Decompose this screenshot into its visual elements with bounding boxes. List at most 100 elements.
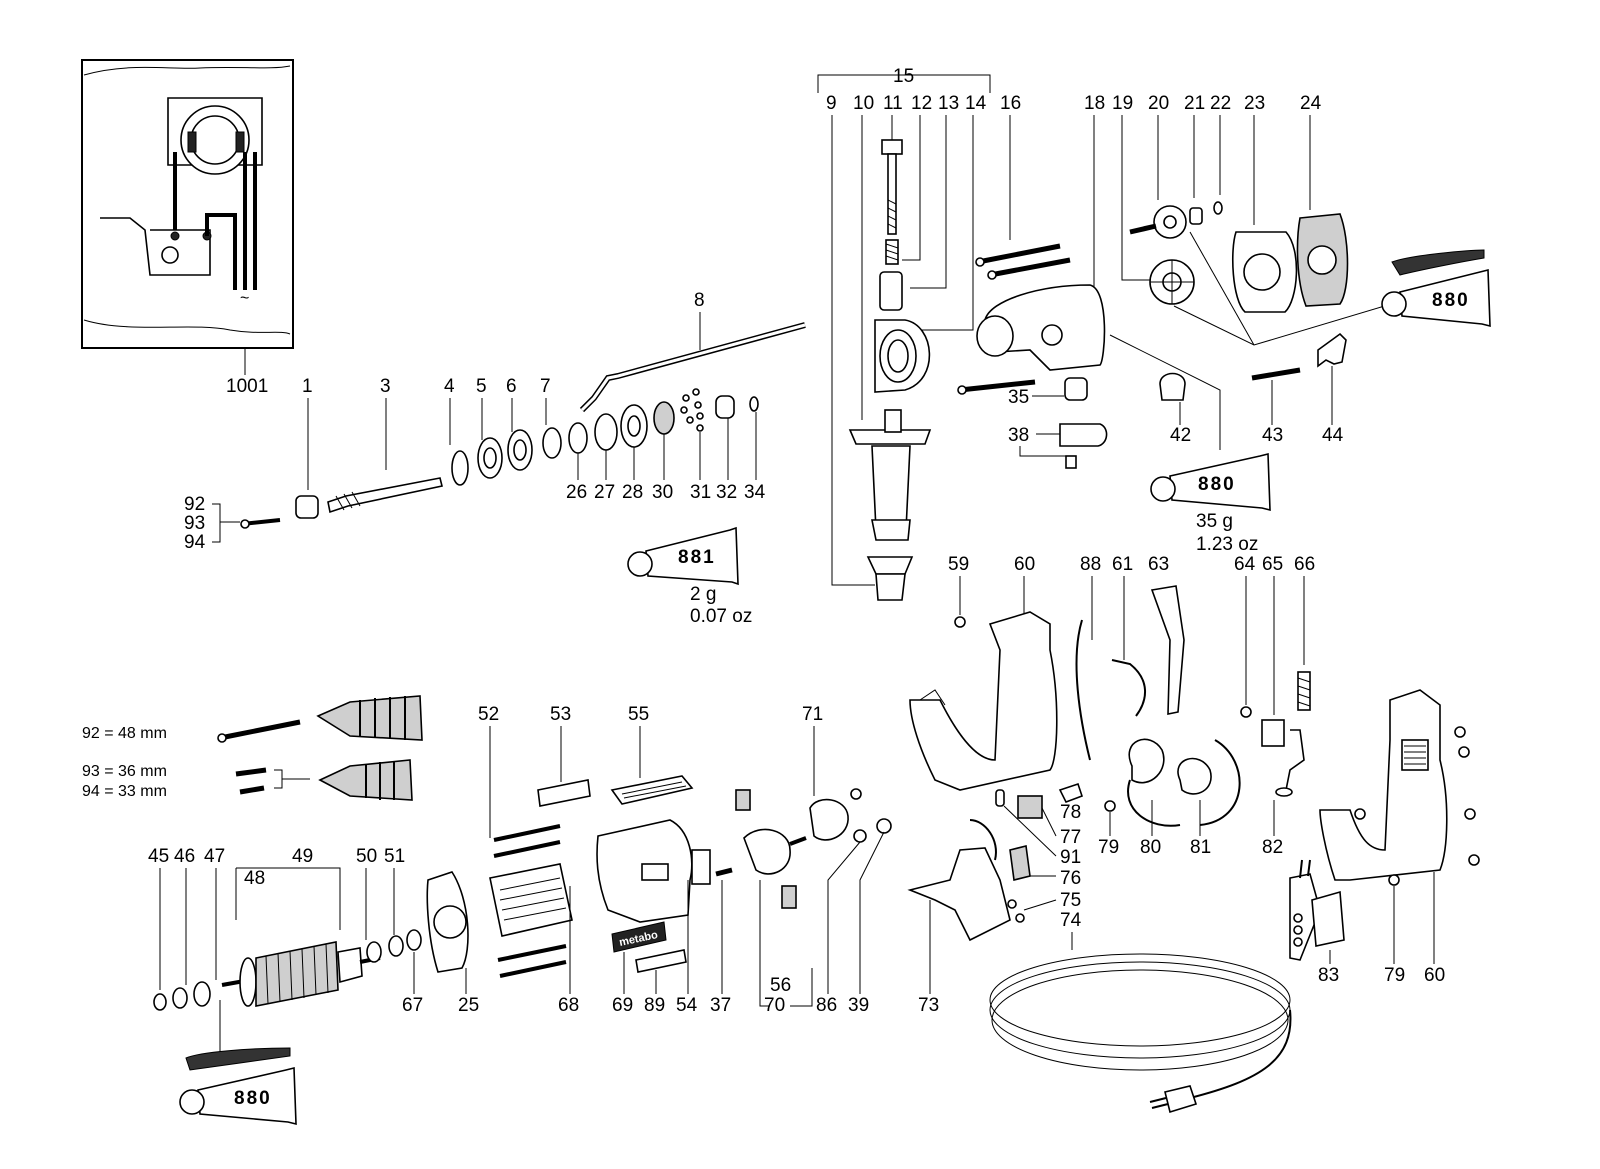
gear-housing-assembly: 16 18 35 38 42 19 20 21 22 — [957, 93, 1399, 469]
label-37: 37 — [710, 995, 731, 1016]
svg-text:880: 880 — [234, 1088, 272, 1109]
label-59: 59 — [948, 554, 969, 575]
grease-tube-880-bottom: 880 — [179, 1047, 297, 1126]
chuck-variants: 92 = 48 mm 93 = 36 mm 94 = 33 mm — [82, 695, 423, 801]
wiring-inset: ~ 1001 — [81, 59, 294, 397]
label-25: 25 — [458, 995, 479, 1016]
label-31: 31 — [690, 482, 711, 503]
screw-length-92: 92 = 48 mm — [82, 725, 167, 742]
label-26: 26 — [566, 482, 587, 503]
label-38: 38 — [1008, 425, 1029, 446]
label-56: 56 — [770, 975, 791, 996]
label-78: 78 — [1060, 802, 1081, 823]
label-68: 68 — [558, 995, 579, 1016]
label-81: 81 — [1190, 837, 1211, 858]
screw-length-93: 93 = 36 mm — [82, 763, 167, 780]
label-83: 83 — [1318, 965, 1339, 986]
label-92: 92 — [184, 494, 205, 515]
label-32: 32 — [716, 482, 737, 503]
label-30: 30 — [652, 482, 673, 503]
label-70: 70 — [764, 995, 785, 1016]
power-cord: 74 83 — [989, 859, 1345, 1114]
label-75: 75 — [1060, 890, 1081, 911]
grease-tube-880-top: 880 — [1381, 249, 1491, 328]
label-76: 76 — [1060, 868, 1081, 889]
label-19: 19 — [1112, 93, 1133, 114]
label-73: 73 — [918, 995, 939, 1016]
label-60: 60 — [1014, 554, 1035, 575]
label-50: 50 — [356, 846, 377, 867]
label-21: 21 — [1184, 93, 1205, 114]
motor-assembly: 45 46 47 49 48 50 51 67 25 — [148, 704, 892, 1055]
handle-housing: 59 60 88 61 63 64 65 66 82 — [909, 554, 1315, 858]
side-handle-assembly: 15 9 10 11 12 13 14 — [817, 66, 991, 601]
label-88: 88 — [1080, 554, 1101, 575]
label-86: 86 — [816, 995, 837, 1016]
label-10: 10 — [853, 93, 874, 114]
label-67: 67 — [402, 995, 423, 1016]
label-24: 24 — [1300, 93, 1322, 114]
label-80: 80 — [1140, 837, 1161, 858]
label-60-right: 60 — [1424, 965, 1445, 986]
label-54: 54 — [676, 995, 698, 1016]
label-1: 1 — [302, 376, 313, 397]
label-94: 94 — [184, 532, 206, 553]
label-63: 63 — [1148, 554, 1169, 575]
label-35: 35 — [1008, 387, 1029, 408]
label-3: 3 — [380, 376, 391, 397]
label-61: 61 — [1112, 554, 1133, 575]
label-79: 79 — [1098, 837, 1119, 858]
grease-tube-881: 881 2 g 0.07 oz — [627, 526, 752, 627]
svg-text:881: 881 — [678, 547, 716, 568]
ac-symbol: ~ — [240, 290, 249, 307]
label-23: 23 — [1244, 93, 1265, 114]
label-28: 28 — [622, 482, 643, 503]
label-47: 47 — [204, 846, 225, 867]
label-9: 9 — [826, 93, 837, 114]
label-5: 5 — [476, 376, 487, 397]
label-82: 82 — [1262, 837, 1283, 858]
label-27: 27 — [594, 482, 615, 503]
label-49: 49 — [292, 846, 313, 867]
label-16: 16 — [1000, 93, 1021, 114]
label-93: 93 — [184, 513, 205, 534]
label-8: 8 — [694, 290, 705, 311]
label-51: 51 — [384, 846, 405, 867]
tube-881-grams: 2 g — [690, 584, 716, 605]
tube-880-ounces: 1.23 oz — [1196, 534, 1258, 555]
label-66: 66 — [1294, 554, 1315, 575]
label-91: 91 — [1060, 847, 1081, 868]
label-39: 39 — [848, 995, 869, 1016]
label-43: 43 — [1262, 425, 1283, 446]
label-7: 7 — [540, 376, 551, 397]
label-79-right: 79 — [1384, 965, 1405, 986]
label-52: 52 — [478, 704, 499, 725]
label-55: 55 — [628, 704, 649, 725]
label-69: 69 — [612, 995, 633, 1016]
grease-tube-880-mid: 880 35 g 1.23 oz — [1150, 452, 1271, 555]
svg-text:880: 880 — [1432, 290, 1470, 311]
label-44: 44 — [1322, 425, 1344, 446]
label-4: 4 — [444, 376, 455, 397]
label-11: 11 — [883, 93, 903, 114]
label-20: 20 — [1148, 93, 1169, 114]
label-12: 12 — [911, 93, 932, 114]
tube-880-grams: 35 g — [1196, 511, 1233, 532]
ball-bearings — [680, 388, 704, 432]
label-34: 34 — [744, 482, 766, 503]
label-14: 14 — [965, 93, 987, 114]
label-46: 46 — [174, 846, 195, 867]
tube-881-ounces: 0.07 oz — [690, 606, 752, 627]
label-77: 77 — [1060, 827, 1081, 848]
spindle-assembly: 92 93 94 1 3 4 5 6 7 26 — [184, 290, 806, 553]
label-48: 48 — [244, 868, 265, 889]
label-74: 74 — [1060, 910, 1082, 931]
label-15: 15 — [893, 66, 914, 87]
label-6: 6 — [506, 376, 517, 397]
handle-housing-right: 79 60 — [1319, 689, 1480, 986]
label-53: 53 — [550, 704, 571, 725]
label-45: 45 — [148, 846, 169, 867]
label-22: 22 — [1210, 93, 1231, 114]
label-42: 42 — [1170, 425, 1191, 446]
